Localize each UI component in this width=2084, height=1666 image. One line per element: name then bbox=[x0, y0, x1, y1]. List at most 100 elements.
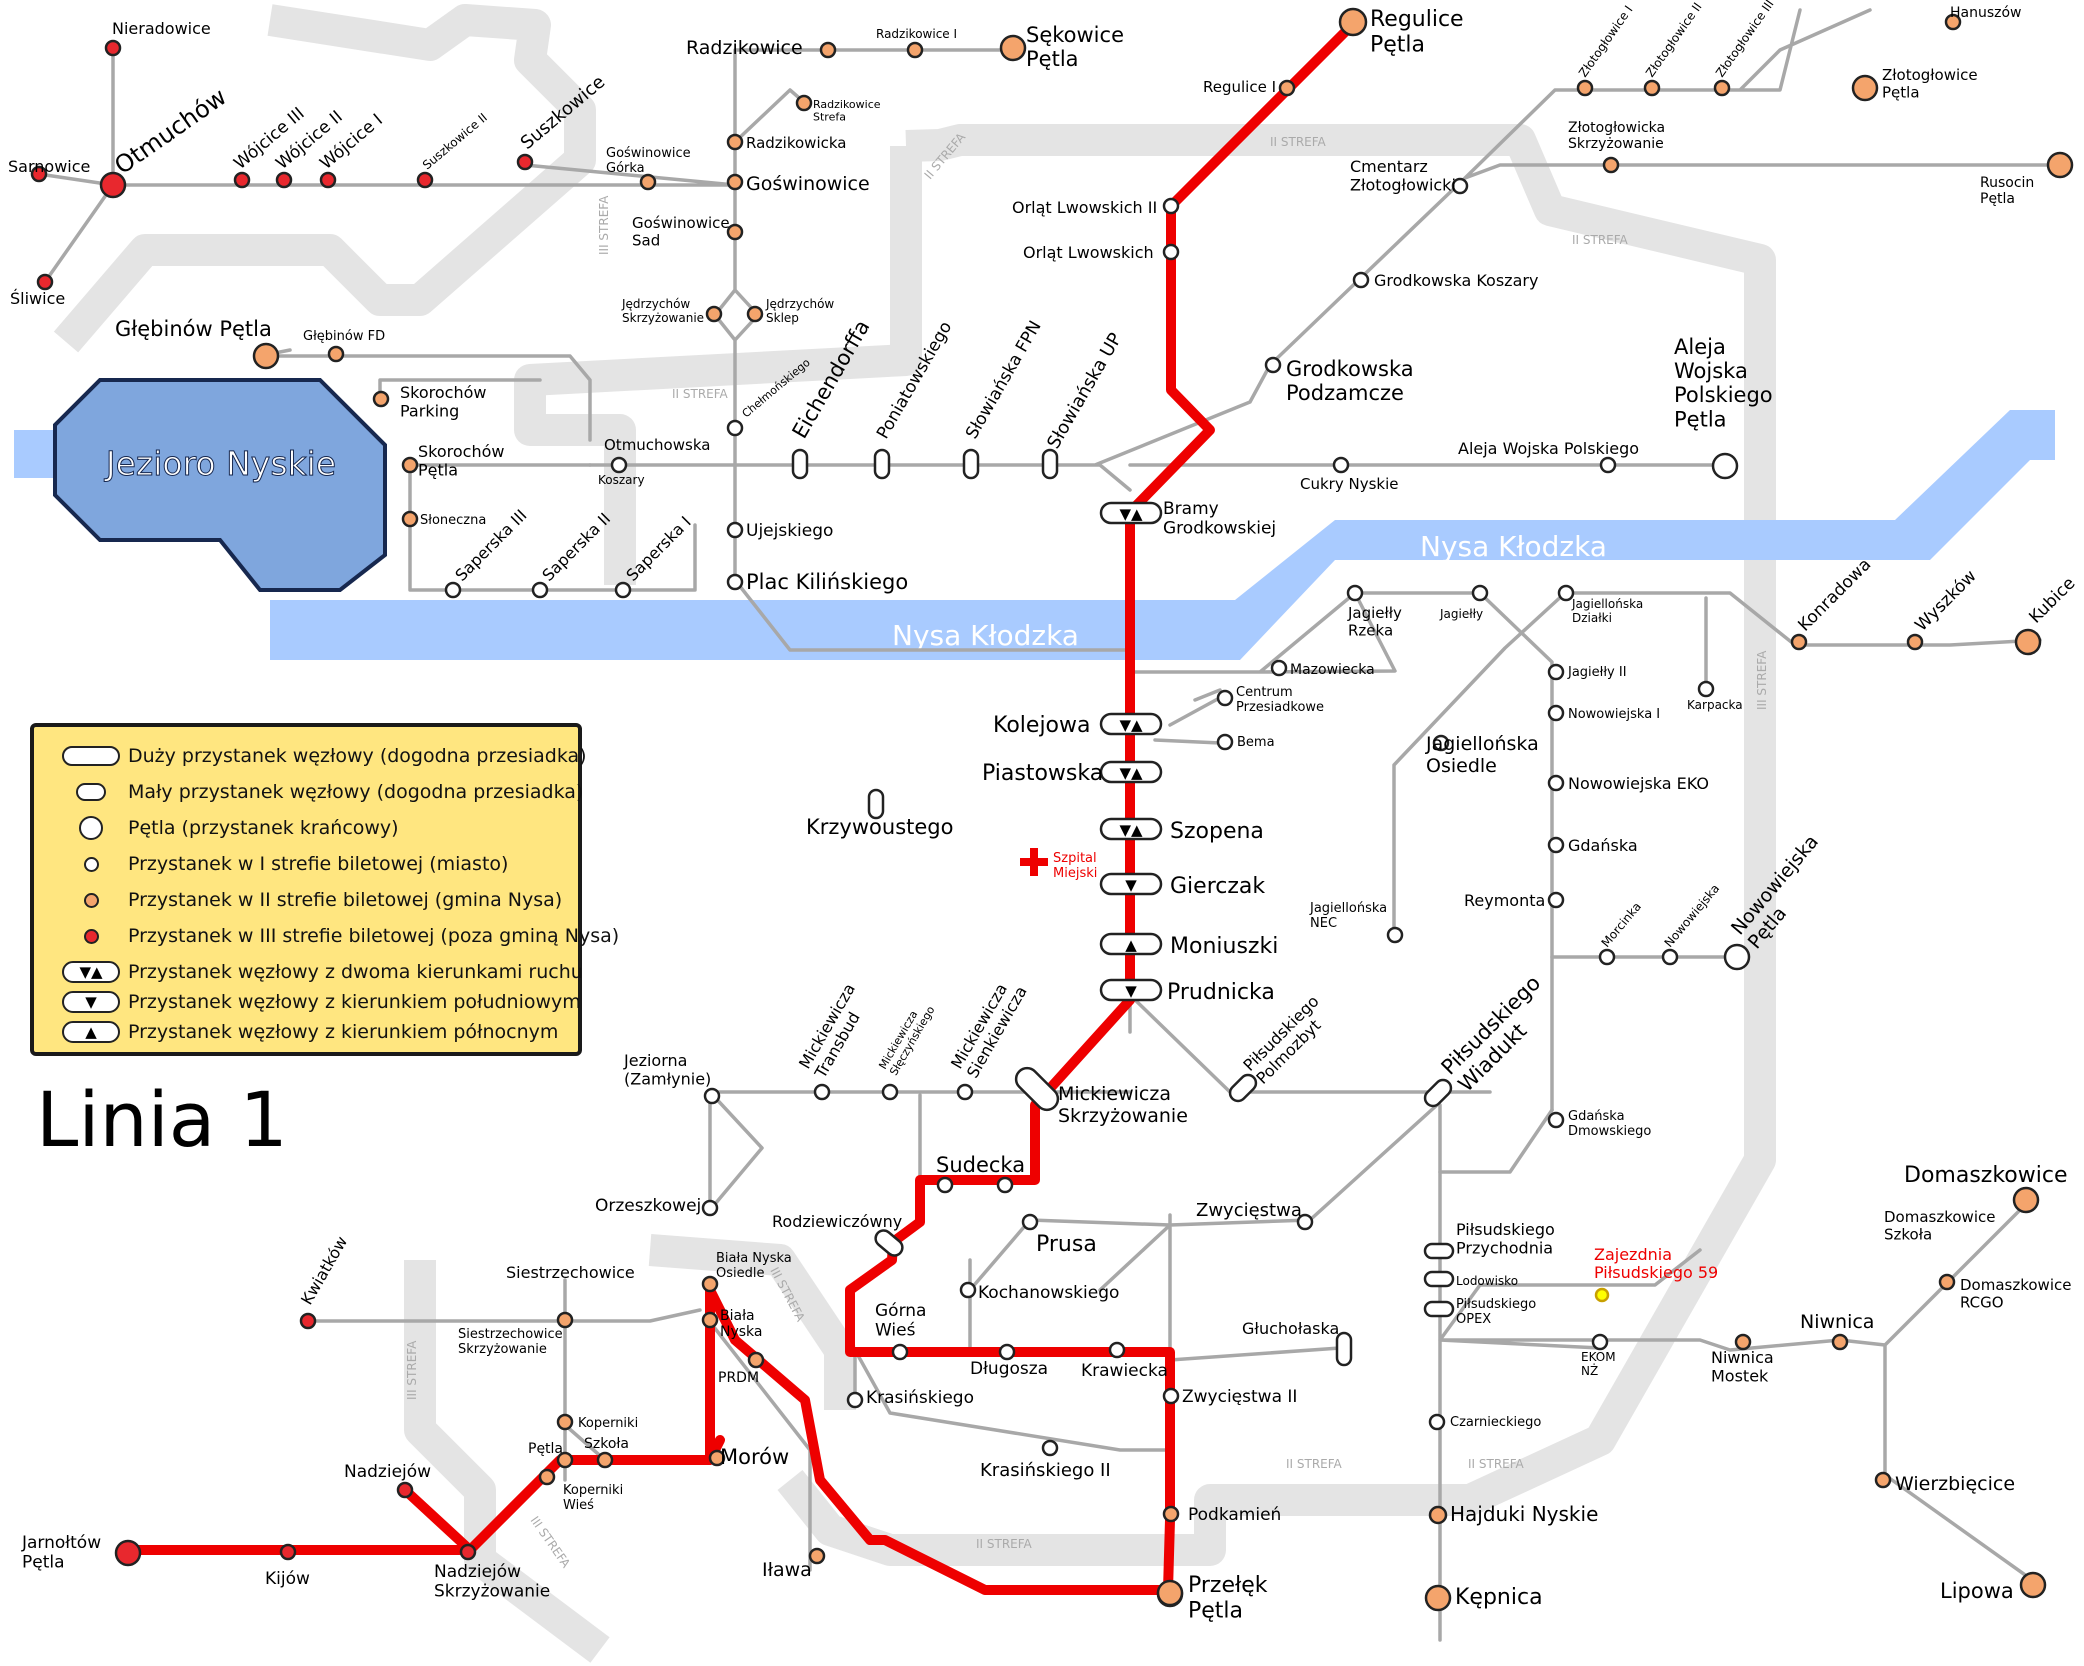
stop-label: Lipowa bbox=[1940, 1579, 2014, 1603]
legend-label: Przystanek węzłowy z kierunkiem północny… bbox=[128, 1021, 559, 1043]
stop-label: Kochanowskiego bbox=[978, 1283, 1119, 1303]
stop-label: Reymonta bbox=[1464, 891, 1545, 910]
stop-label: Radzikowicka bbox=[746, 134, 846, 152]
zone-band bbox=[404, 1260, 610, 1663]
stop-label: Piastowska bbox=[982, 761, 1103, 786]
stop-label: Śliwice bbox=[10, 289, 65, 308]
stop-label: Otmuchów bbox=[109, 83, 231, 180]
stop-label: Słoneczna bbox=[420, 513, 486, 528]
large-hub-icon bbox=[62, 746, 120, 766]
stop-label: Wyszków bbox=[1911, 566, 1980, 635]
legend-row: ▼▲ Przystanek węzłowy z dwoma kierunkami… bbox=[60, 957, 583, 987]
stop-label: Jeziorna(Zamłynie) bbox=[623, 1051, 711, 1088]
stop-label: MickiewiczaTransbud bbox=[795, 980, 875, 1082]
stop-label: Radzikowice bbox=[686, 37, 803, 59]
stop-label: Prusa bbox=[1036, 1232, 1097, 1257]
zone-bands bbox=[53, 4, 1776, 1663]
stop-label: Bema bbox=[1237, 735, 1275, 750]
stop-label: Cukry Nyskie bbox=[1300, 475, 1398, 493]
stop-label: PiłsudskiegoPolmozbyt bbox=[1239, 992, 1335, 1088]
zone-band bbox=[648, 1234, 856, 1410]
stop-label: Saperska II bbox=[538, 509, 614, 585]
stop-label: Otmuchowska bbox=[604, 436, 710, 454]
svg-text:▼▲: ▼▲ bbox=[1119, 505, 1143, 523]
zone2-stop-icon bbox=[83, 892, 99, 908]
stop-label: Szopena bbox=[1170, 819, 1264, 844]
stop-label: Mazowiecka bbox=[1290, 662, 1375, 678]
stop-label: Głębinów FD bbox=[303, 329, 385, 344]
river-label: Nysa Kłodzka bbox=[1420, 530, 1607, 563]
svg-text:▼: ▼ bbox=[1125, 982, 1137, 1000]
legend-row: ▲ Przystanek węzłowy z kierunkiem północ… bbox=[60, 1017, 558, 1047]
legend: Duży przystanek węzłowy (dogodna przesia… bbox=[30, 723, 619, 1056]
stop-label: Krasińskiego II bbox=[980, 1460, 1111, 1481]
stop-label: Suszkowice II bbox=[420, 110, 490, 172]
legend-label: Przystanek węzłowy z kierunkiem południo… bbox=[128, 991, 581, 1013]
stop-label: Słowiańska FPN bbox=[962, 317, 1046, 442]
lake-shape bbox=[53, 378, 387, 592]
stop-label: Plac Kilińskiego bbox=[746, 570, 908, 594]
svg-text:▼▲: ▼▲ bbox=[1119, 821, 1143, 839]
stop-label: Prudnicka bbox=[1167, 980, 1275, 1005]
stop-label: Kwiatków bbox=[297, 1233, 351, 1308]
legend-label: Duży przystanek węzłowy (dogodna przesia… bbox=[128, 745, 587, 767]
river: Nysa Kłodzka Nysa Kłodzka bbox=[14, 410, 2055, 660]
river-label: Nysa Kłodzka bbox=[892, 619, 1079, 652]
zone-label: III STREFA bbox=[1755, 650, 1769, 710]
lake: Jezioro Nyskie bbox=[53, 378, 387, 592]
stop-markers bbox=[30, 7, 2074, 1612]
stop-label: Morów bbox=[720, 1445, 789, 1469]
hub-arrows: ▼▲ ▼▲ ▼▲ ▼▲ ▼ ▲ ▼ bbox=[1119, 505, 1143, 1000]
network-lines bbox=[37, 8, 2062, 1642]
stop-label: Siestrzechowice bbox=[506, 1263, 635, 1282]
zone-band bbox=[514, 146, 922, 585]
stop-label: Nowowiejska bbox=[1662, 881, 1723, 950]
stop-label: MickiewiczaSienkiewicza bbox=[947, 974, 1031, 1082]
stop-label: Karpacka bbox=[1687, 698, 1743, 712]
stop-label: Pętla bbox=[528, 1441, 563, 1457]
stop-label: Domaszkowice bbox=[1904, 1163, 2067, 1188]
legend-label: Przystanek w III strefie biletowej (poza… bbox=[128, 925, 620, 947]
stop-label: Goświnowice bbox=[746, 173, 870, 195]
stop-label: Słowiańska UP bbox=[1043, 329, 1126, 452]
terminus-icon bbox=[79, 816, 103, 840]
stop-label: Orzeszkowej bbox=[595, 1196, 701, 1216]
zone-label: II STREFA bbox=[1572, 233, 1629, 247]
stop-label: Jagiełły bbox=[1439, 607, 1483, 621]
stop-label: PRDM bbox=[718, 1370, 759, 1386]
stop-label: MickiewiczaSłęczyńskiego bbox=[876, 997, 937, 1077]
stop-label: Orląt Lwowskich II bbox=[1012, 198, 1157, 217]
river-body bbox=[270, 410, 2055, 660]
lake-label: Jezioro Nyskie bbox=[104, 444, 336, 483]
stop-label: Nowowiejska EKO bbox=[1568, 774, 1709, 793]
stop-label: NowowiejskaPętla bbox=[1727, 831, 1840, 953]
stop-label: Hajduki Nyskie bbox=[1450, 1502, 1598, 1526]
stop-label: Aleja Wojska Polskiego bbox=[1458, 439, 1639, 458]
zone-label: III STREFA bbox=[405, 1340, 419, 1400]
north-arrow-icon: ▲ bbox=[62, 1021, 120, 1043]
stop-label: Sudecka bbox=[936, 1153, 1025, 1177]
stop-label: Krasińskiego bbox=[866, 1388, 974, 1408]
zone1-stop-icon bbox=[83, 856, 99, 872]
